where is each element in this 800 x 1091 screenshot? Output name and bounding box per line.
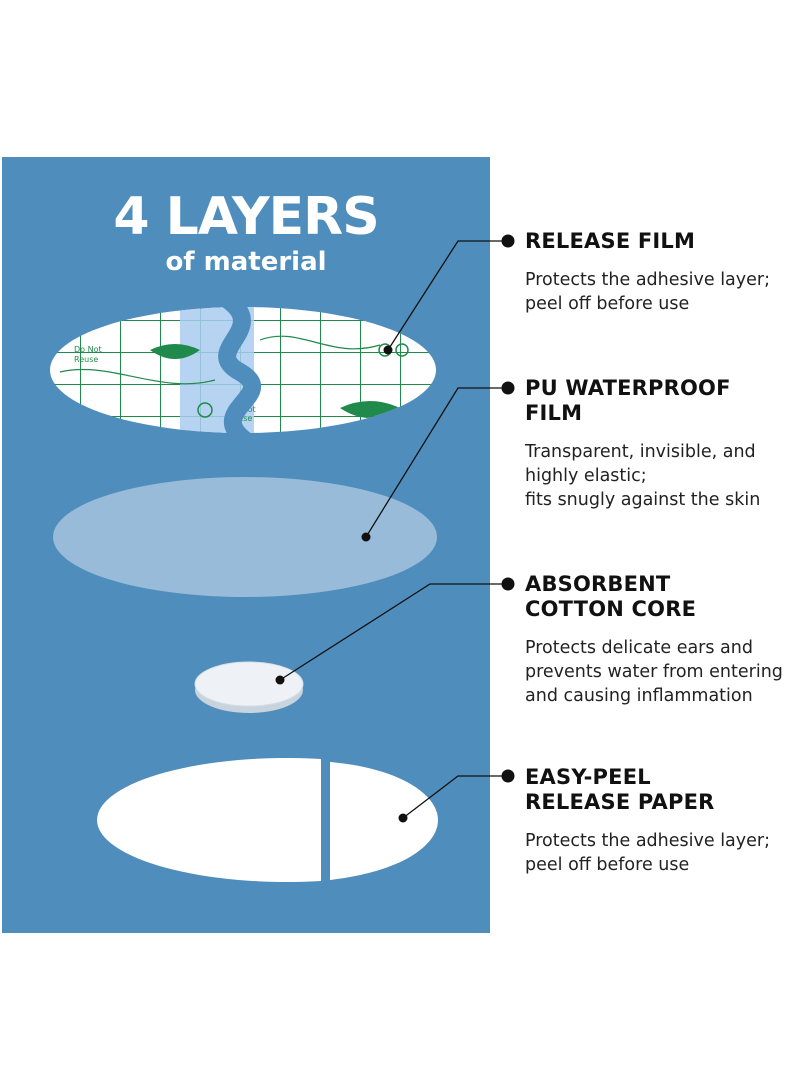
desc-line: Protects the adhesive layer; bbox=[525, 831, 770, 851]
leader-dots bbox=[275, 234, 515, 823]
callout-release-paper: EASY-PEEL RELEASE PAPER Protects the adh… bbox=[525, 765, 800, 877]
title-line: ABSORBENT bbox=[525, 572, 671, 596]
title-line: RELEASE PAPER bbox=[525, 790, 715, 814]
callout-cotton-core: ABSORBENT COTTON CORE Protects delicate … bbox=[525, 572, 800, 708]
title-line: COTTON CORE bbox=[525, 597, 697, 621]
desc-line: peel off before use bbox=[525, 294, 690, 314]
pu-film-layer bbox=[53, 477, 437, 597]
desc-line: and causing inflammation bbox=[525, 686, 753, 706]
desc-line: highly elastic; bbox=[525, 466, 647, 486]
callout-title: ABSORBENT COTTON CORE bbox=[525, 572, 800, 622]
callout-release-film: RELEASE FILM Protects the adhesive layer… bbox=[525, 229, 800, 316]
main-subtitle: of material bbox=[165, 247, 327, 277]
callout-desc: Protects the adhesive layer; peel off be… bbox=[525, 268, 800, 316]
main-title: 4 LAYERS bbox=[113, 187, 379, 247]
callout-title: EASY-PEEL RELEASE PAPER bbox=[525, 765, 800, 815]
print-text-1: Do Not bbox=[74, 345, 102, 354]
cotton-core-layer bbox=[194, 661, 304, 713]
desc-line: Transparent, invisible, and bbox=[525, 442, 756, 462]
callout-title: PU WATERPROOF FILM bbox=[525, 376, 800, 426]
callout-desc: Protects delicate ears and prevents wate… bbox=[525, 636, 800, 708]
desc-line: Protects the adhesive layer; bbox=[525, 270, 770, 290]
callout-pu-film: PU WATERPROOF FILM Transparent, invisibl… bbox=[525, 376, 800, 512]
desc-line: prevents water from entering bbox=[525, 662, 783, 682]
callout-desc: Transparent, invisible, and highly elast… bbox=[525, 440, 800, 512]
desc-line: Protects delicate ears and bbox=[525, 638, 753, 658]
callout-title: RELEASE FILM bbox=[525, 229, 800, 254]
leader-lines bbox=[279, 240, 508, 819]
title-line: EASY-PEEL bbox=[525, 765, 651, 789]
title-line: RELEASE FILM bbox=[525, 229, 696, 253]
title-line: FILM bbox=[525, 401, 583, 425]
desc-line: peel off before use bbox=[525, 855, 690, 875]
callout-desc: Protects the adhesive layer; peel off be… bbox=[525, 829, 800, 877]
tear-line bbox=[218, 292, 262, 448]
desc-line: fits snugly against the skin bbox=[525, 490, 761, 510]
title-line: PU WATERPROOF bbox=[525, 376, 731, 400]
release-paper-layer bbox=[97, 758, 438, 882]
print-text-2: Reuse bbox=[74, 355, 98, 364]
